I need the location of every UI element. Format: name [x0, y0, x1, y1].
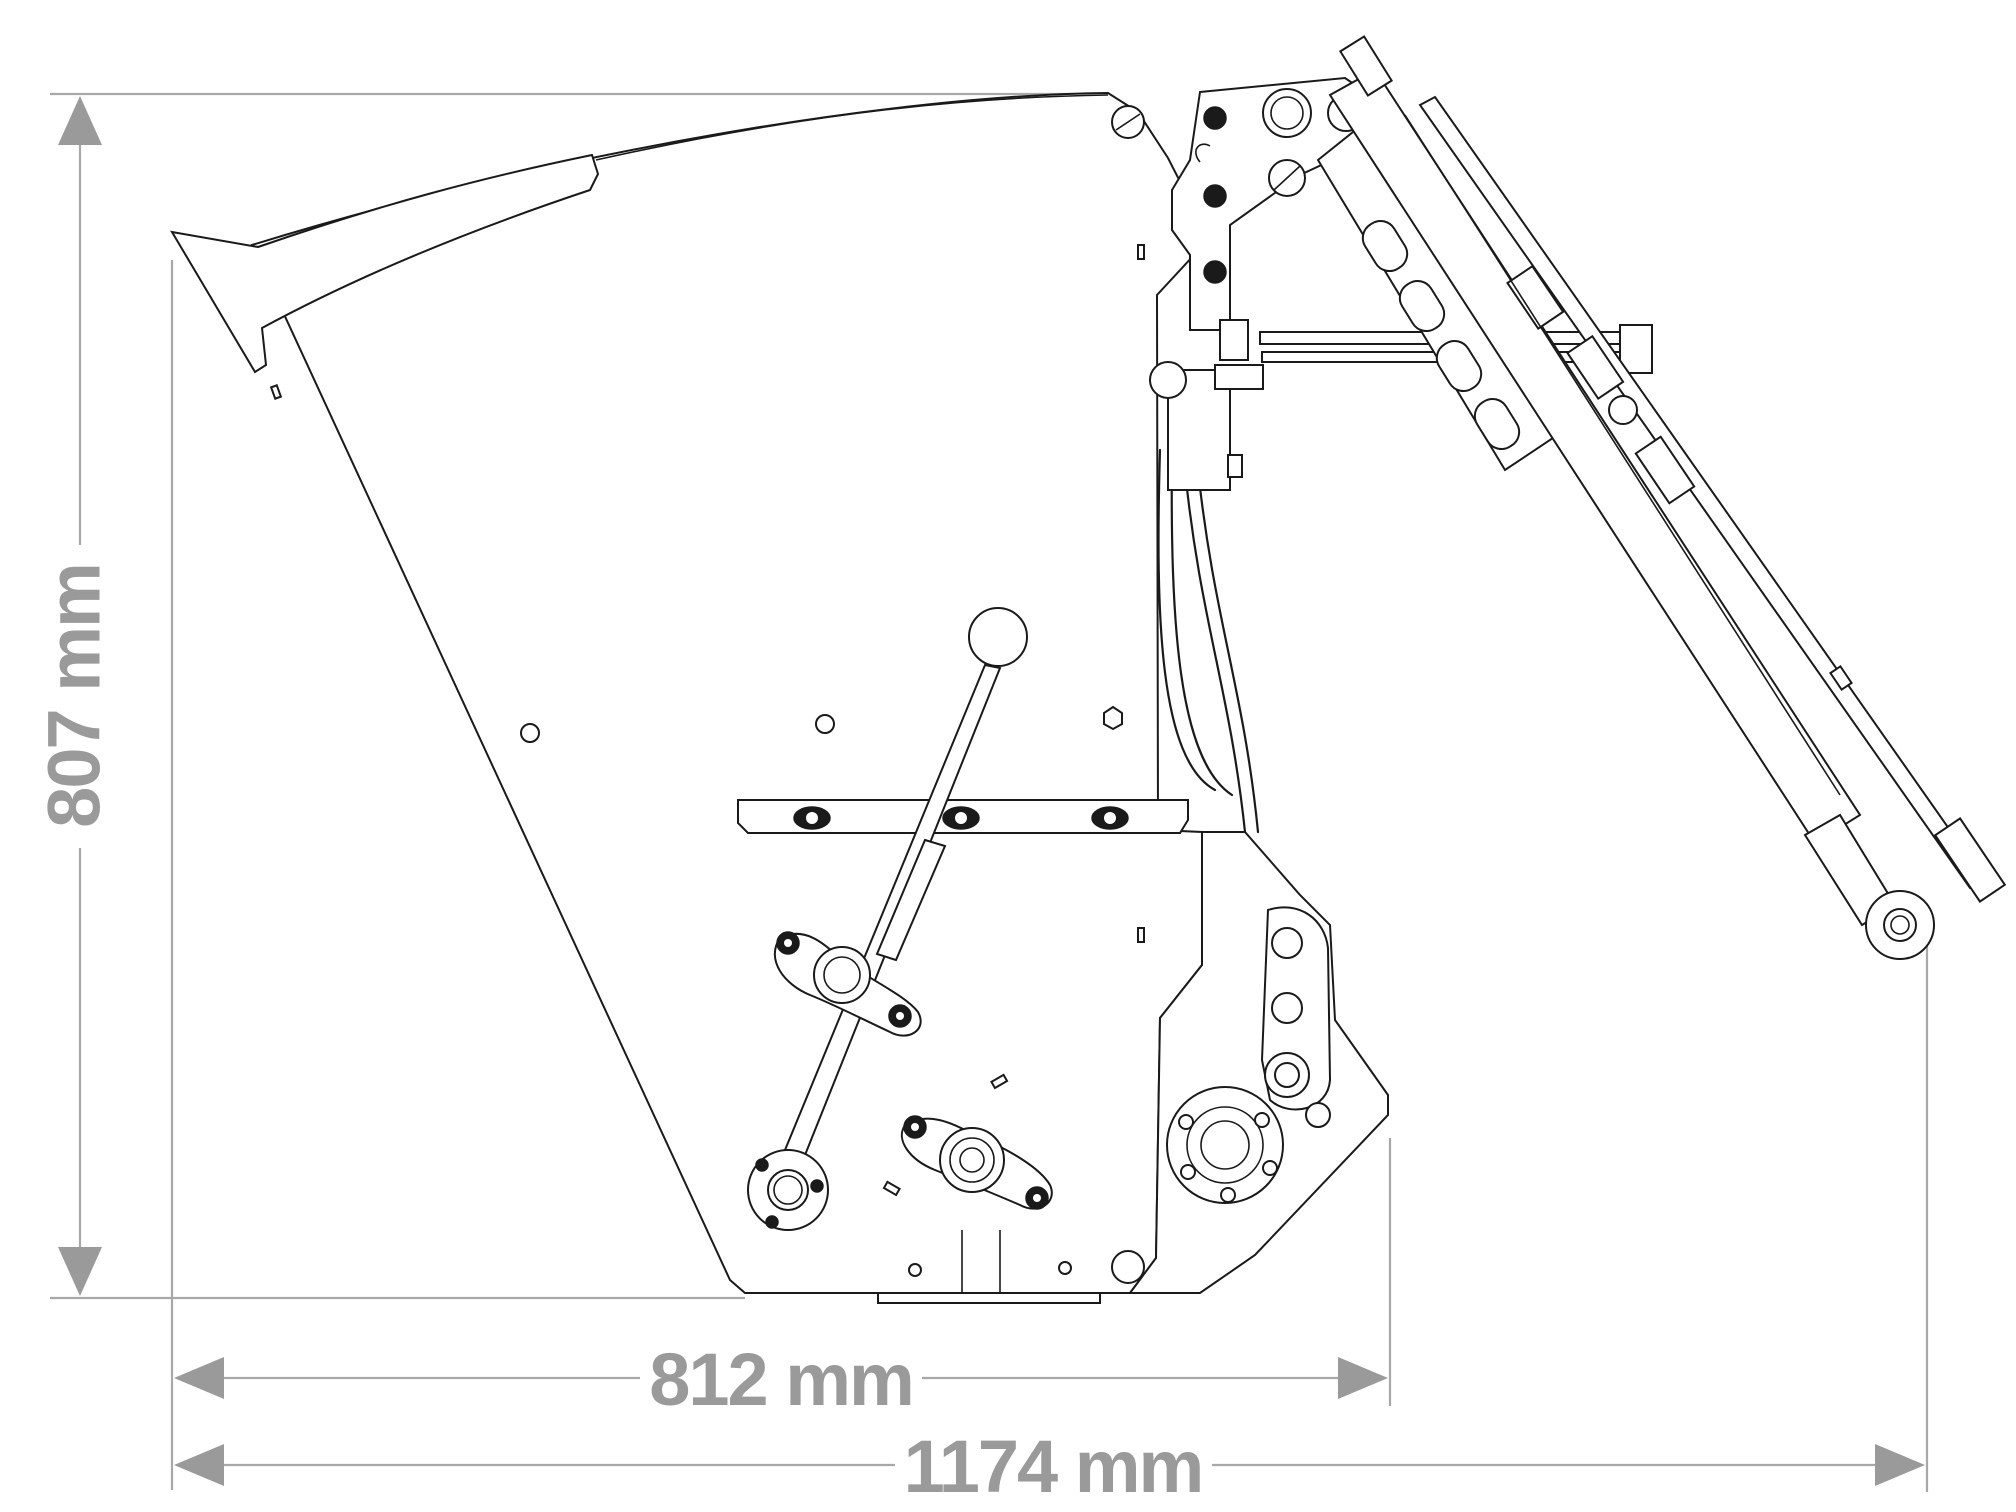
hose	[1170, 448, 1234, 797]
total-width-label: 1174 mm	[904, 1425, 1203, 1508]
rail-clamp	[1091, 806, 1129, 830]
bearing-housing	[813, 946, 871, 1004]
small-hole	[908, 1263, 922, 1277]
hopper-body	[170, 91, 1206, 1304]
hopper-hex-bolt	[1103, 705, 1123, 731]
body-width-arrow-right	[1338, 1357, 1388, 1399]
cylinder-top-fitting	[1338, 35, 1394, 97]
small-hole	[1058, 1261, 1072, 1275]
hopper-slot	[1137, 244, 1145, 260]
hopper-bolt-hole	[815, 714, 835, 734]
total-width-arrow-right	[1875, 1444, 1925, 1486]
rod-coupling	[1634, 435, 1696, 505]
height-arrow-top	[58, 96, 102, 145]
hinge-pin-center	[1274, 1062, 1300, 1088]
bearing-ring	[959, 1147, 985, 1173]
control-lever	[747, 607, 1028, 1231]
body-width-dimension: 812 mm	[170, 260, 1392, 1490]
bearing-ring	[823, 956, 861, 994]
cylinder-centerline	[1404, 114, 1841, 796]
total-width-arrow-left	[174, 1444, 224, 1486]
hook	[1195, 143, 1211, 163]
body-width-arrow-left	[174, 1357, 224, 1399]
upper-bearing	[773, 931, 922, 1037]
eye-center	[1890, 915, 1910, 935]
lower-bearing	[882, 1073, 1053, 1210]
rod-coupling	[1506, 264, 1565, 330]
hinge-hole	[1271, 927, 1303, 959]
hose	[1157, 448, 1217, 792]
hinge-hole	[1271, 992, 1303, 1024]
secondary-rod	[1418, 95, 1987, 890]
total-width-dimension: 1174 mm	[174, 945, 1929, 1508]
rod-end	[1619, 324, 1653, 374]
mount-bolt	[1203, 106, 1227, 130]
pivot-bolt	[810, 1179, 824, 1193]
hub-bolt	[1220, 1187, 1236, 1203]
arm-slot	[1361, 219, 1409, 273]
hopper-bolt-hole	[520, 723, 540, 743]
bearing-ring	[949, 1137, 995, 1183]
valve-nut	[1214, 364, 1264, 390]
hydraulic-hoses	[1157, 448, 1260, 834]
lip-slot	[269, 384, 283, 400]
mount-hole-inner	[1270, 96, 1304, 130]
hub-bolt	[1178, 1114, 1194, 1130]
arm-slot	[1435, 339, 1483, 393]
hub-bolt	[1262, 1160, 1278, 1176]
bottom-pivot-bolt	[1111, 1250, 1145, 1284]
rod-stop	[1829, 664, 1853, 692]
rail-clamp	[942, 806, 980, 830]
pivot-bolt	[755, 1158, 769, 1172]
lever-knob	[968, 607, 1028, 667]
hopper-lip-bracket	[170, 153, 600, 374]
drive-hub-ring	[1186, 1106, 1264, 1184]
hose	[1183, 468, 1247, 834]
lever-pivot-center	[773, 1175, 803, 1205]
hub-bolt	[1180, 1164, 1196, 1180]
hose-elbow	[1149, 361, 1187, 399]
lever-sleeve	[875, 838, 947, 962]
side-frame	[1128, 831, 1389, 1294]
height-arrow-bottom	[58, 1247, 102, 1296]
rod-coupling	[1566, 334, 1625, 400]
cylinder-eye-hole	[1883, 908, 1917, 942]
body-width-label: 812 mm	[649, 1338, 913, 1421]
drive-hub	[1166, 1086, 1284, 1204]
hub-side-bolt	[1305, 1102, 1331, 1128]
height-label: 807 mm	[33, 564, 116, 828]
drive-hub-center	[1200, 1120, 1250, 1170]
mount-slot-line	[1273, 165, 1301, 191]
cylinder-barrel	[1328, 68, 1862, 845]
small-tab	[990, 1073, 1009, 1090]
arm-slot	[1398, 279, 1446, 333]
hopper-top-edge	[595, 94, 1109, 161]
adjustment-rail	[737, 799, 1189, 834]
rod-end-fitting	[1933, 817, 2007, 903]
rod-pivot	[1608, 395, 1638, 425]
hydraulic-cylinder	[1328, 35, 2007, 960]
hopper-slot	[1137, 927, 1145, 943]
mount-bolt	[1203, 260, 1227, 284]
small-tab	[882, 1180, 901, 1197]
rail-clamp	[793, 806, 831, 830]
mount-bolt	[1203, 184, 1227, 208]
valve-cap	[1219, 319, 1249, 361]
bottom-plate	[877, 1292, 1101, 1304]
hub-bolt	[1254, 1112, 1270, 1128]
pivot-bolt	[765, 1215, 779, 1229]
valve-knob	[1227, 454, 1243, 478]
mount-hole	[1262, 88, 1312, 138]
hopper-side-panel	[250, 91, 1203, 1294]
bottom-support	[961, 1230, 1001, 1293]
top-pivot-slot	[1115, 113, 1141, 131]
hose	[1196, 468, 1260, 834]
arm-slot	[1473, 397, 1521, 451]
height-dimension: 807 mm	[33, 92, 1110, 1300]
